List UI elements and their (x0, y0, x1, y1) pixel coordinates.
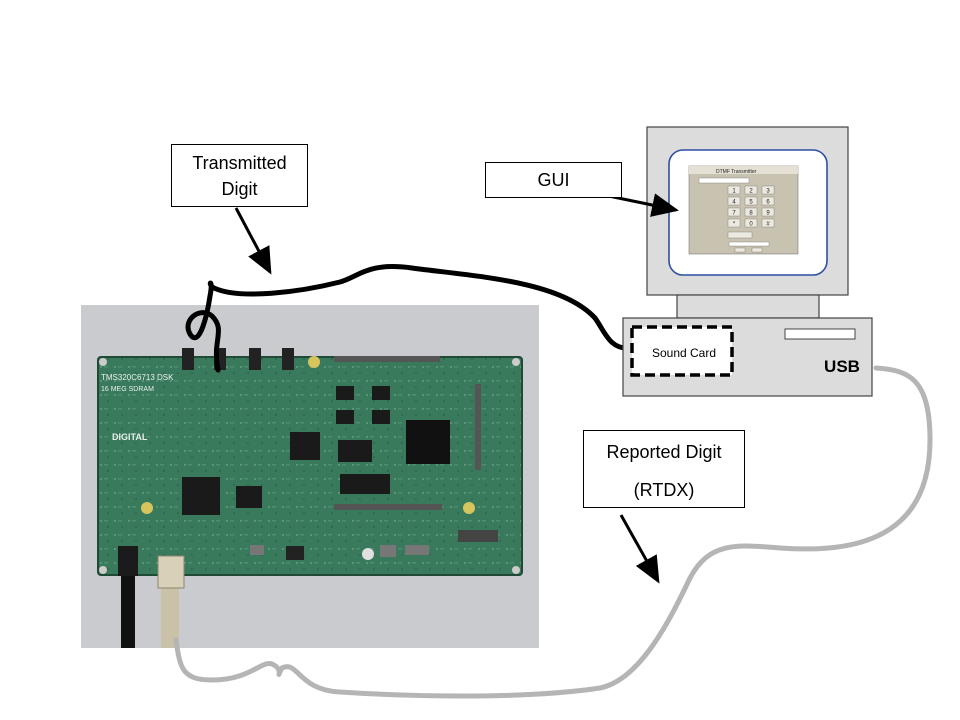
gui-key (744, 207, 758, 217)
monitor-stand (676, 294, 820, 319)
gui-key (727, 196, 741, 206)
gui-key (761, 218, 775, 228)
gui-keypad: 1 2 3 4 5 6 7 8 9 * 0 # (727, 185, 775, 228)
transmitted-digit-label: Transmitted Digit (171, 144, 308, 207)
gui-key (744, 196, 758, 206)
reported-line1: Reported Digit (606, 442, 722, 462)
gui-key-label: * (733, 222, 736, 228)
gui-window-title: DTMF Transmitter (716, 169, 757, 175)
computer: DTMF Transmitter 1 2 3 4 5 6 7 8 9 * 0 # Sound Card… (622, 126, 873, 397)
dsk-board-photo: TMS320C6713 DSK 16 MEG SDRAM DIGITAL (81, 305, 539, 648)
arrow-transmitted (234, 207, 272, 275)
gui-key-label: # (766, 222, 770, 228)
reported-digit-label: Reported Digit (RTDX) (583, 430, 745, 508)
gui-key-label: 8 (749, 211, 753, 217)
gui-key (727, 207, 741, 217)
gui-key (744, 218, 758, 228)
gui-key-label: 7 (732, 211, 736, 217)
usb-label: USB (824, 357, 860, 376)
sound-card (630, 325, 734, 377)
gui-key (761, 196, 775, 206)
reported-line2: (RTDX) (633, 480, 695, 500)
sound-card-label: Sound Card (652, 346, 716, 360)
gui-key-label: 5 (749, 200, 753, 206)
board-chips (99, 356, 520, 574)
gui-key (761, 207, 775, 217)
gui-key (727, 185, 741, 195)
gui-key-label: 6 (766, 200, 770, 206)
gui-key (744, 185, 758, 195)
gui-label: GUI (485, 162, 622, 198)
gui-window: DTMF Transmitter 1 2 3 4 5 6 7 8 9 * 0 # (688, 165, 799, 255)
usb-cable (173, 365, 933, 699)
gui-key-label: 0 (749, 222, 753, 228)
gui-key-label: 2 (749, 189, 753, 195)
gui-key (761, 185, 775, 195)
transmitted-line1: Transmitted (192, 153, 287, 173)
gui-key-label: 9 (766, 211, 770, 217)
board-brand: DIGITAL (112, 432, 148, 442)
gui-key-label: 4 (732, 200, 736, 206)
drive-slot (784, 328, 856, 340)
arrow-reported (619, 514, 660, 584)
transmitted-line2: Digit (221, 179, 258, 199)
board-silk-memory: 16 MEG SDRAM (101, 386, 154, 393)
gui-key (727, 218, 741, 228)
gui-key-label: 1 (732, 189, 736, 195)
audio-cable (185, 264, 633, 373)
board-silk-model: TMS320C6713 DSK (101, 373, 174, 382)
gui-key-label: 3 (766, 189, 770, 195)
